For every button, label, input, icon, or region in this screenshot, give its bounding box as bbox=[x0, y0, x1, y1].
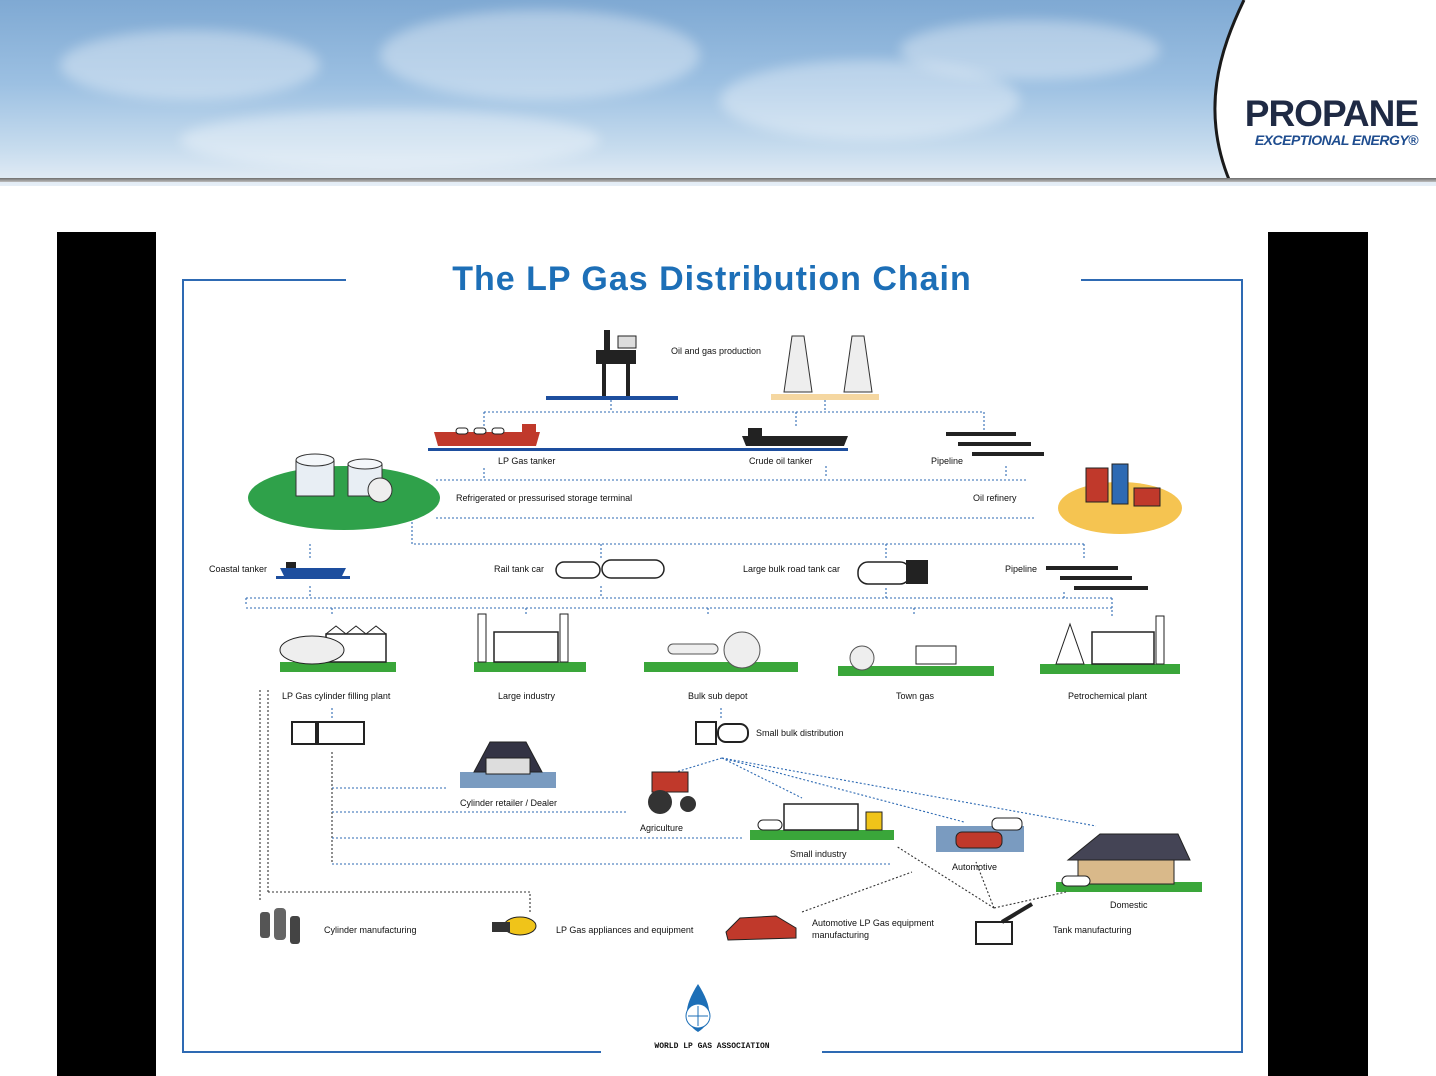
crane-truck-icon bbox=[976, 904, 1032, 944]
label-oil-refinery: Oil refinery bbox=[973, 493, 1017, 503]
association-name: WORLD LP GAS ASSOCIATION bbox=[654, 1042, 769, 1051]
logo-panel: PROPANE EXCEPTIONAL ENERGY® bbox=[1200, 0, 1436, 182]
label-pipeline-top: Pipeline bbox=[931, 456, 963, 466]
small-industry-icon bbox=[750, 804, 894, 840]
small-bulk-truck-icon bbox=[696, 722, 748, 744]
town-gas-icon bbox=[838, 646, 994, 676]
cylinder-filling-plant-icon bbox=[280, 626, 396, 672]
petrochemical-plant-icon bbox=[1040, 616, 1180, 674]
pipeline-icon-top bbox=[946, 434, 1044, 454]
logo-tagline: EXCEPTIONAL ENERGY® bbox=[1245, 132, 1418, 148]
distribution-diagram: The LP Gas Distribution Chain Oil and ga… bbox=[156, 232, 1268, 1076]
domestic-house-icon bbox=[1056, 834, 1202, 892]
left-letterbox bbox=[57, 232, 156, 1076]
label-coastal-tanker: Coastal tanker bbox=[209, 564, 267, 574]
label-pipeline-second: Pipeline bbox=[1005, 564, 1037, 574]
oil-refinery-icon bbox=[1058, 464, 1182, 534]
wlpga-logo-icon bbox=[686, 984, 710, 1032]
road-tank-car-icon bbox=[858, 560, 928, 584]
label-cylinder-retailer: Cylinder retailer / Dealer bbox=[460, 798, 557, 808]
label-automotive-equipment-2: manufacturing bbox=[812, 930, 869, 940]
rail-tank-car-icon bbox=[556, 560, 664, 578]
storage-terminal-icon bbox=[248, 454, 440, 530]
poster-title: The LP Gas Distribution Chain bbox=[452, 260, 972, 298]
label-rail-tank-car: Rail tank car bbox=[494, 564, 544, 574]
label-large-industry: Large industry bbox=[498, 691, 556, 701]
label-bulk-sub-depot: Bulk sub depot bbox=[688, 691, 748, 701]
label-automotive-equipment-1: Automotive LP Gas equipment bbox=[812, 918, 934, 928]
bulk-sub-depot-icon bbox=[644, 632, 798, 672]
automotive-icon bbox=[936, 818, 1024, 852]
label-crude-oil-tanker: Crude oil tanker bbox=[749, 456, 813, 466]
label-appliances: LP Gas appliances and equipment bbox=[556, 925, 694, 935]
banner-divider bbox=[0, 178, 1436, 182]
label-small-industry: Small industry bbox=[790, 849, 847, 859]
red-car-icon bbox=[726, 916, 796, 940]
label-road-tank-car: Large bulk road tank car bbox=[743, 564, 840, 574]
header-banner: PROPANE EXCEPTIONAL ENERGY® bbox=[0, 0, 1436, 186]
appliance-icon bbox=[492, 917, 536, 935]
label-small-bulk-distribution: Small bulk distribution bbox=[756, 728, 844, 738]
crude-oil-tanker-icon bbox=[742, 428, 848, 446]
label-lp-gas-tanker: LP Gas tanker bbox=[498, 456, 555, 466]
right-letterbox bbox=[1268, 232, 1368, 1076]
offshore-platform-icon bbox=[546, 330, 678, 400]
logo-main-text: PROPANE bbox=[1245, 96, 1418, 132]
label-oil-gas-production: Oil and gas production bbox=[671, 346, 761, 356]
label-cylinder-manufacturing: Cylinder manufacturing bbox=[324, 925, 417, 935]
pipeline-icon-second bbox=[1046, 568, 1148, 588]
drilling-rigs-icon bbox=[771, 336, 879, 400]
label-agriculture: Agriculture bbox=[640, 823, 683, 833]
large-industry-icon bbox=[474, 614, 586, 672]
label-storage-terminal: Refrigerated or pressurised storage term… bbox=[456, 493, 632, 503]
tractor-icon bbox=[648, 772, 696, 814]
cylinder-retailer-icon bbox=[460, 742, 556, 788]
propane-logo: PROPANE EXCEPTIONAL ENERGY® bbox=[1245, 96, 1418, 148]
label-domestic: Domestic bbox=[1110, 900, 1148, 910]
label-tank-manufacturing: Tank manufacturing bbox=[1053, 925, 1132, 935]
label-automotive: Automotive bbox=[952, 862, 997, 872]
label-petrochemical-plant: Petrochemical plant bbox=[1068, 691, 1148, 701]
distribution-chain-poster: The LP Gas Distribution Chain Oil and ga… bbox=[156, 232, 1268, 1076]
label-cylinder-filling-plant: LP Gas cylinder filling plant bbox=[282, 691, 391, 701]
coastal-tanker-icon bbox=[276, 562, 350, 579]
cylinders-icon bbox=[260, 908, 300, 944]
cylinder-truck-icon bbox=[292, 722, 364, 744]
label-town-gas: Town gas bbox=[896, 691, 935, 701]
